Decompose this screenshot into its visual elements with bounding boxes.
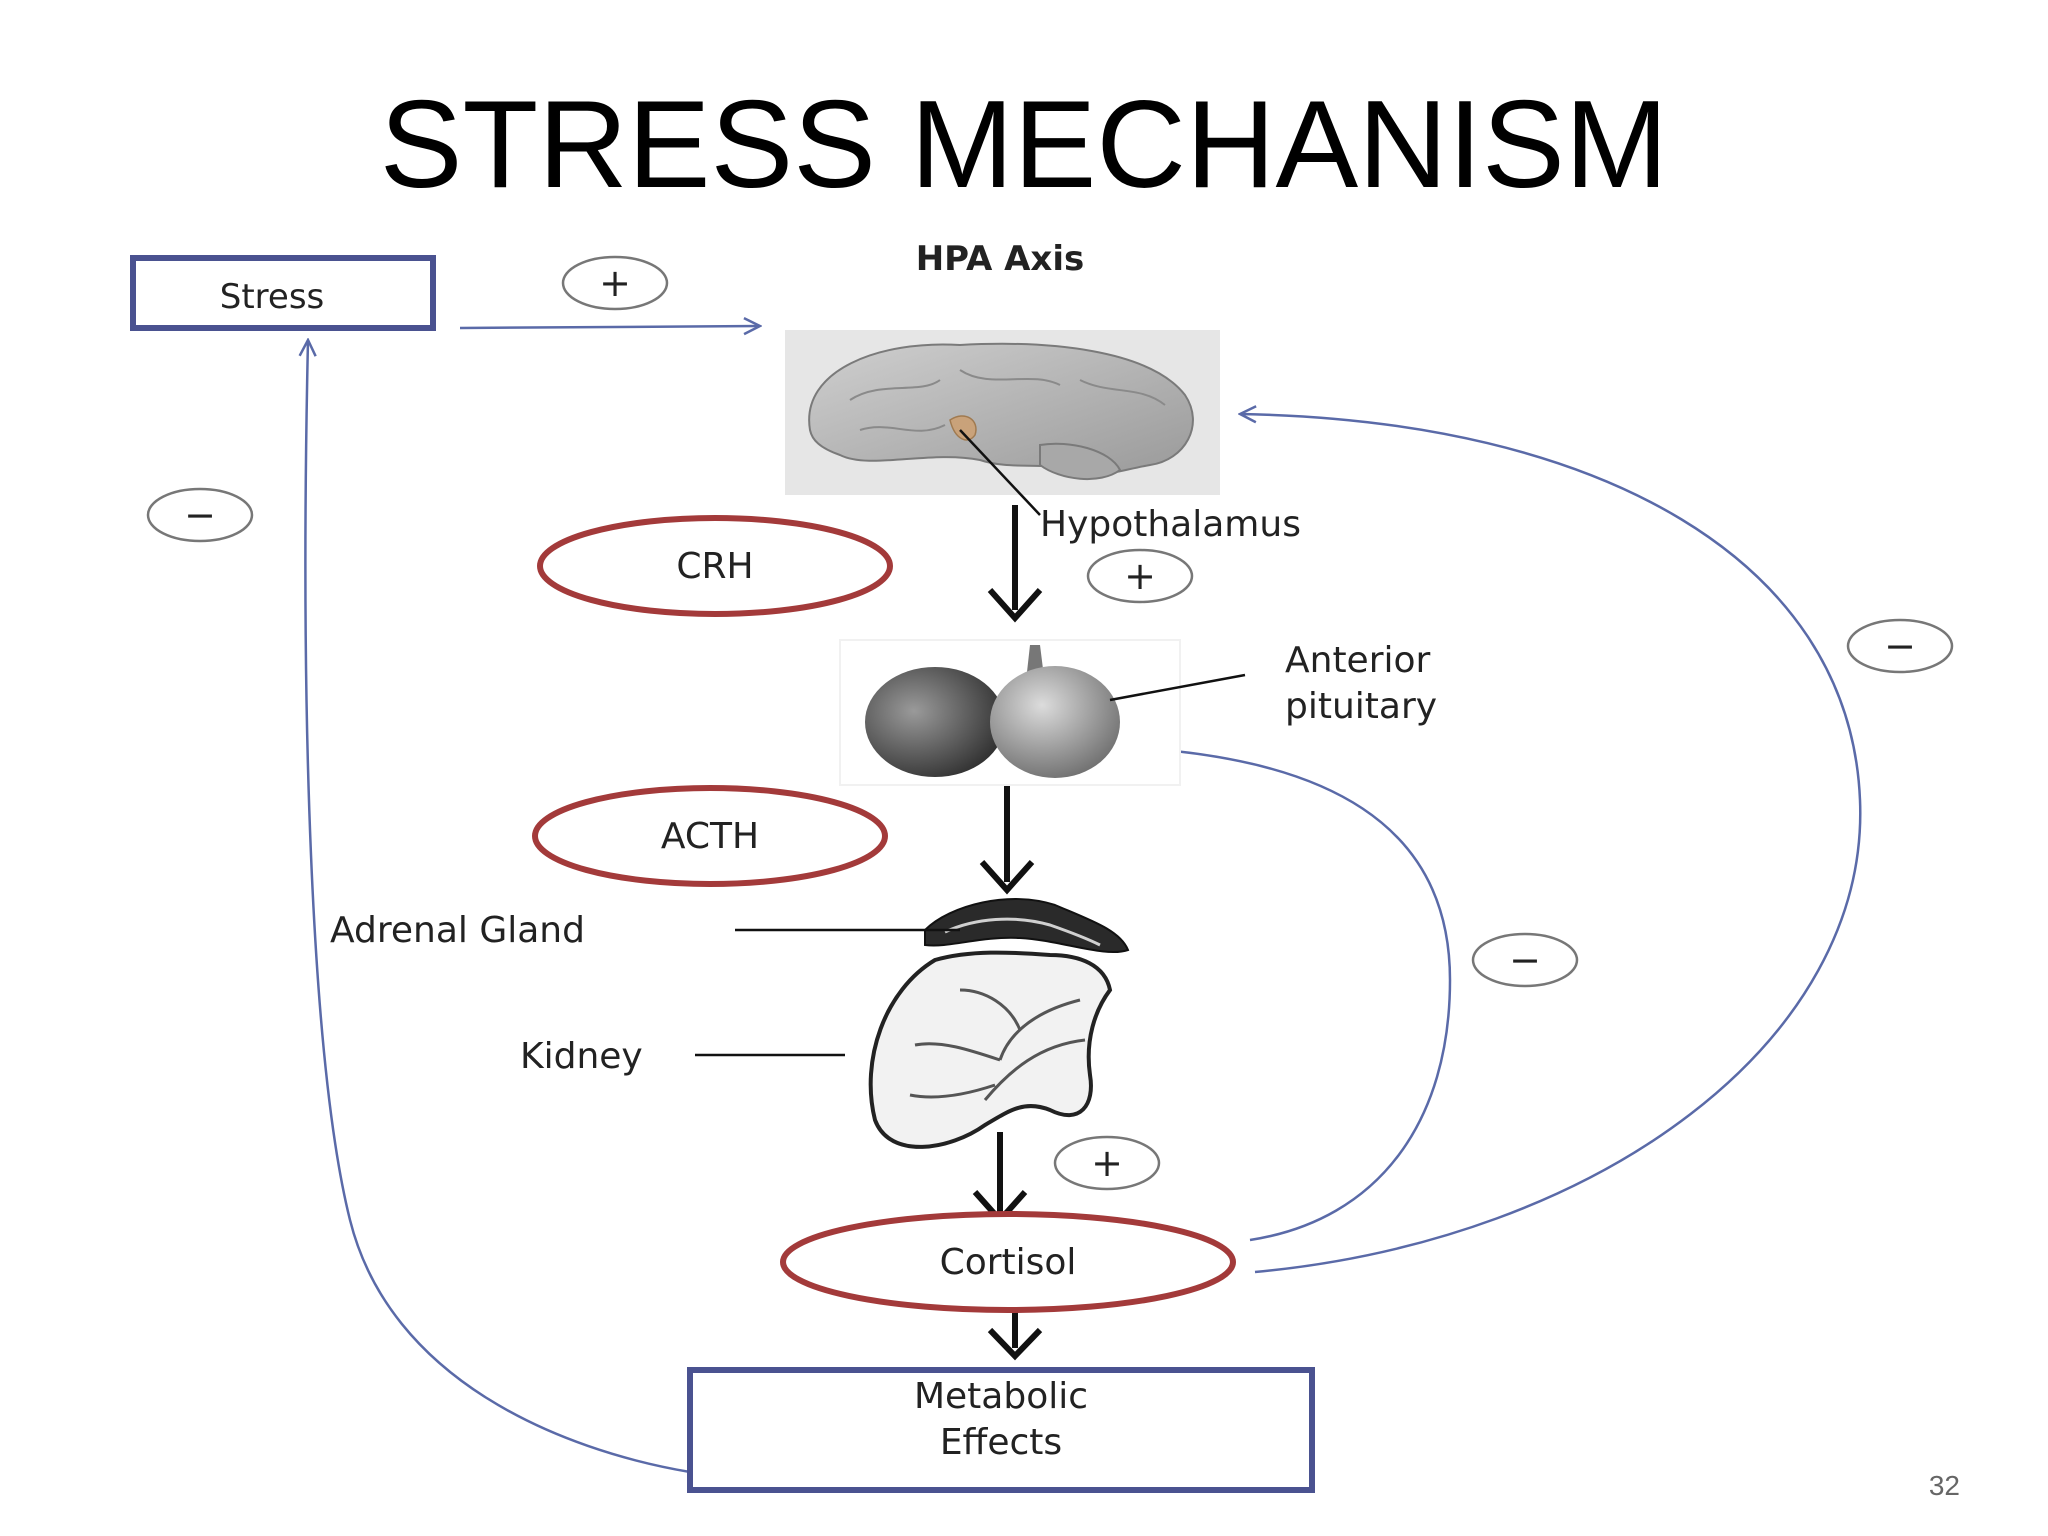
metabolic-label-line2: Effects bbox=[940, 1422, 1062, 1463]
crh-oval: CRH bbox=[537, 515, 893, 617]
acth-label: ACTH bbox=[661, 816, 759, 857]
minus-sign: − bbox=[1884, 624, 1916, 668]
metabolic-effects-box: Metabolic Effects bbox=[687, 1367, 1315, 1493]
pituitary-inhibition-badge: − bbox=[1471, 932, 1579, 988]
acth-oval: ACTH bbox=[532, 785, 888, 887]
adrenal-gland-illustration bbox=[924, 898, 1130, 954]
cortisol-oval: Cortisol bbox=[780, 1211, 1236, 1313]
kidney-to-cortisol-arrow bbox=[972, 1132, 1028, 1225]
stress-to-brain-arrow bbox=[459, 326, 760, 328]
minus-sign: − bbox=[184, 493, 216, 537]
plus-sign: + bbox=[1091, 1141, 1123, 1185]
anterior-pituitary-label-line1: Anterior bbox=[1285, 640, 1431, 681]
cortisol-to-hypothalamus-arrow bbox=[1240, 414, 1862, 1274]
cortisol-to-pituitary-arrow bbox=[1140, 748, 1452, 1242]
stress-label: Stress bbox=[220, 277, 325, 317]
slide-number: 32 bbox=[1928, 1470, 1960, 1501]
brain-illustration bbox=[785, 330, 1220, 495]
pituitary-to-adrenal-arrow bbox=[979, 775, 1035, 895]
adrenal-gland-label: Adrenal Gland bbox=[330, 910, 585, 951]
stress-inhibition-badge: − bbox=[146, 487, 254, 543]
metabolic-to-stress-arrow bbox=[305, 340, 691, 1474]
crh-label: CRH bbox=[676, 546, 753, 587]
anterior-pituitary-label-line2: pituitary bbox=[1285, 686, 1437, 727]
slide-title: STRESS MECHANISM bbox=[379, 76, 1669, 214]
cortisol-stimulation-badge: + bbox=[1053, 1135, 1161, 1191]
sign-badges: + + + − − − bbox=[146, 255, 1954, 1191]
stress-box: Stress bbox=[130, 255, 436, 331]
hypothalamus-inhibition-badge: − bbox=[1846, 618, 1954, 674]
metabolic-label-line1: Metabolic bbox=[914, 1376, 1088, 1417]
stress-stimulation-badge: + bbox=[561, 255, 669, 311]
kidney-illustration bbox=[868, 950, 1113, 1149]
plus-sign: + bbox=[599, 261, 631, 305]
minus-sign: − bbox=[1509, 938, 1541, 982]
cortisol-to-metabolic-arrow bbox=[987, 1308, 1043, 1361]
kidney-label: Kidney bbox=[520, 1036, 643, 1077]
anterior-pituitary-pointer bbox=[1109, 673, 1246, 702]
pituitary-illustration bbox=[839, 639, 1181, 786]
organ-labels: Hypothalamus Anterior pituitary Adrenal … bbox=[330, 429, 1437, 1077]
hpa-axis-heading: HPA Axis bbox=[916, 239, 1085, 279]
crh-stimulation-badge: + bbox=[1086, 548, 1194, 604]
cortisol-label: Cortisol bbox=[940, 1242, 1077, 1283]
hypothalamus-label: Hypothalamus bbox=[1040, 504, 1301, 545]
hypothalamus-pointer bbox=[959, 429, 1041, 516]
plus-sign: + bbox=[1124, 554, 1156, 598]
feedback-lines bbox=[305, 326, 1862, 1474]
brain-to-pituitary-arrow bbox=[987, 505, 1043, 623]
